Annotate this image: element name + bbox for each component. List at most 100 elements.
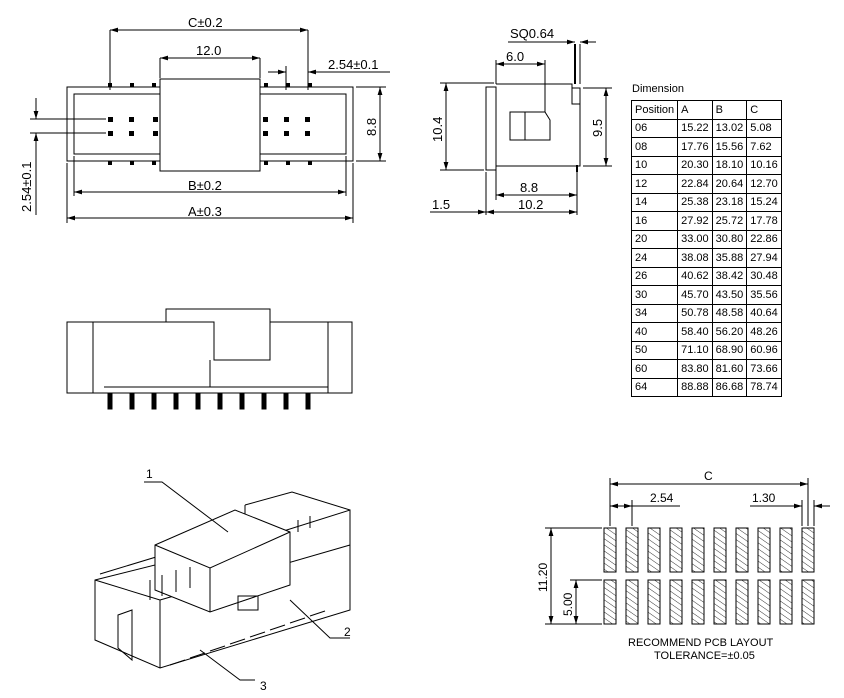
cell-c: 7.62: [746, 137, 782, 157]
pcb-dim-254: 2.54: [650, 491, 674, 505]
top-dim-pitch-left: 2.54±0.1: [19, 161, 34, 212]
cell-a: 45.70: [677, 285, 713, 305]
cell-b: 20.64: [711, 174, 748, 194]
side-dim-15: 1.5: [432, 197, 450, 212]
side-view: [430, 39, 612, 215]
cell-a: 71.10: [677, 340, 713, 360]
iso-pins: [149, 516, 311, 600]
cell-position: 50: [630, 340, 679, 360]
cell-b: 68.90: [711, 340, 748, 360]
callout-2: 2: [344, 625, 351, 639]
cell-c: 30.48: [746, 266, 782, 286]
side-dim-88: 8.8: [520, 180, 538, 195]
header-position: Position: [630, 100, 679, 120]
table-title: Dimension: [632, 83, 684, 95]
top-dim-a: A±0.3: [188, 204, 222, 219]
top-dim-c: C±0.2: [188, 15, 223, 30]
side-dim-104: 10.4: [430, 117, 445, 142]
cell-position: 14: [630, 192, 679, 212]
cell-a: 27.92: [677, 211, 713, 231]
cell-position: 34: [630, 303, 679, 323]
cell-a: 25.38: [677, 192, 713, 212]
cell-b: 56.20: [711, 322, 748, 342]
callout-3: 3: [260, 679, 267, 693]
cell-c: 48.26: [746, 322, 782, 342]
cell-position: 16: [630, 211, 679, 231]
top-dim-12: 12.0: [196, 43, 221, 58]
cell-position: 08: [630, 137, 679, 157]
cell-b: 81.60: [711, 359, 748, 379]
cell-b: 38.42: [711, 266, 748, 286]
side-dim-95: 9.5: [590, 119, 605, 137]
pcb-note-tolerance: TOLERANCE=±0.05: [654, 650, 755, 662]
cell-a: 58.40: [677, 322, 713, 342]
cell-c: 15.24: [746, 192, 782, 212]
front-view-pins: [107, 392, 311, 410]
cell-c: 27.94: [746, 248, 782, 268]
cell-position: 40: [630, 322, 679, 342]
cell-b: 48.58: [711, 303, 748, 323]
cell-b: 23.18: [711, 192, 748, 212]
cell-a: 20.30: [677, 155, 713, 175]
cell-b: 30.80: [711, 229, 748, 249]
top-view-latch: [159, 78, 261, 172]
pcb-dim-1120: 11.20: [536, 563, 550, 592]
iso-pin-tails: [169, 610, 326, 666]
cell-a: 50.78: [677, 303, 713, 323]
cell-b: 35.88: [711, 248, 748, 268]
top-dim-88: 8.8: [364, 118, 379, 136]
cell-c: 22.86: [746, 229, 782, 249]
cell-c: 17.78: [746, 211, 782, 231]
cell-a: 15.22: [677, 118, 713, 138]
top-dim-b: B±0.2: [188, 178, 222, 193]
cell-b: 86.68: [711, 377, 748, 397]
pcb-layout: [545, 478, 830, 625]
cell-position: 12: [630, 174, 679, 194]
pcb-pads-bottom: [603, 579, 815, 625]
cell-c: 40.64: [746, 303, 782, 323]
header-a: A: [677, 100, 713, 120]
callout-1: 1: [146, 467, 153, 481]
front-view: [66, 308, 353, 410]
cell-position: 64: [630, 377, 679, 397]
cell-c: 5.08: [746, 118, 782, 138]
pcb-dim-500: 5.00: [561, 592, 575, 616]
cell-b: 15.56: [711, 137, 748, 157]
table-header-row: Position A B C: [630, 100, 782, 120]
cell-a: 33.00: [677, 229, 713, 249]
cell-b: 43.50: [711, 285, 748, 305]
top-dim-pitch: 2.54±0.1: [328, 57, 379, 72]
cell-position: 20: [630, 229, 679, 249]
cell-c: 73.66: [746, 359, 782, 379]
cell-position: 10: [630, 155, 679, 175]
cell-a: 40.62: [677, 266, 713, 286]
cell-b: 18.10: [711, 155, 748, 175]
cell-b: 13.02: [711, 118, 748, 138]
top-view: [30, 27, 390, 223]
header-c: C: [746, 100, 782, 120]
cell-a: 38.08: [677, 248, 713, 268]
side-dim-60: 6.0: [506, 49, 524, 64]
cell-position: 60: [630, 359, 679, 379]
isometric-view: [94, 481, 351, 681]
cell-c: 60.96: [746, 340, 782, 360]
cell-position: 24: [630, 248, 679, 268]
cell-position: 26: [630, 266, 679, 286]
cell-c: 78.74: [746, 377, 782, 397]
cell-c: 35.56: [746, 285, 782, 305]
cell-position: 06: [630, 118, 679, 138]
